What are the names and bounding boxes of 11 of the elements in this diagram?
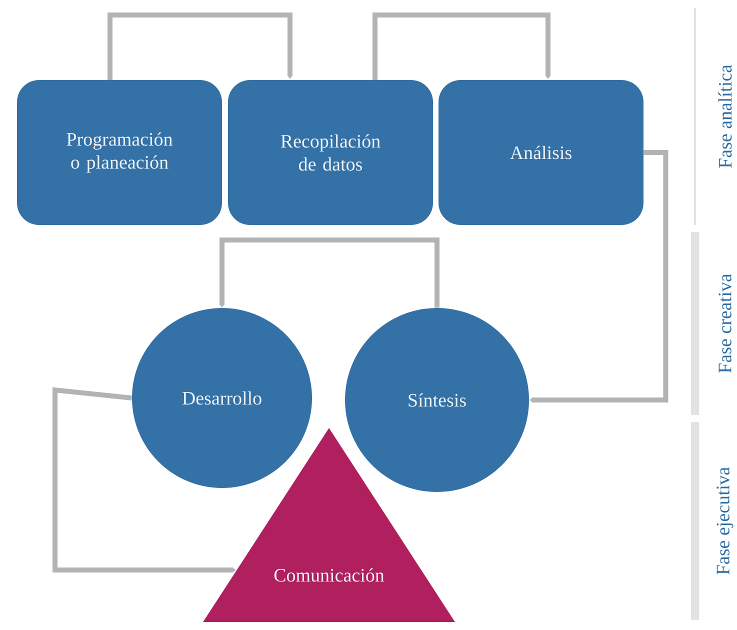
arrow <box>108 12 292 80</box>
arrow <box>220 238 440 308</box>
process-box: Análisis <box>438 80 644 225</box>
arrow <box>52 387 236 572</box>
phase-label: Fase analítica <box>718 64 732 168</box>
process-triangle: Comunicación <box>203 428 455 622</box>
process-box: Recopilación de datos <box>228 80 433 225</box>
phase-label: Fase creativa <box>718 274 732 373</box>
arrow <box>372 12 550 80</box>
process-box: Programación o planeación <box>17 80 222 225</box>
phase-label: Fase ejecutiva <box>716 467 734 575</box>
